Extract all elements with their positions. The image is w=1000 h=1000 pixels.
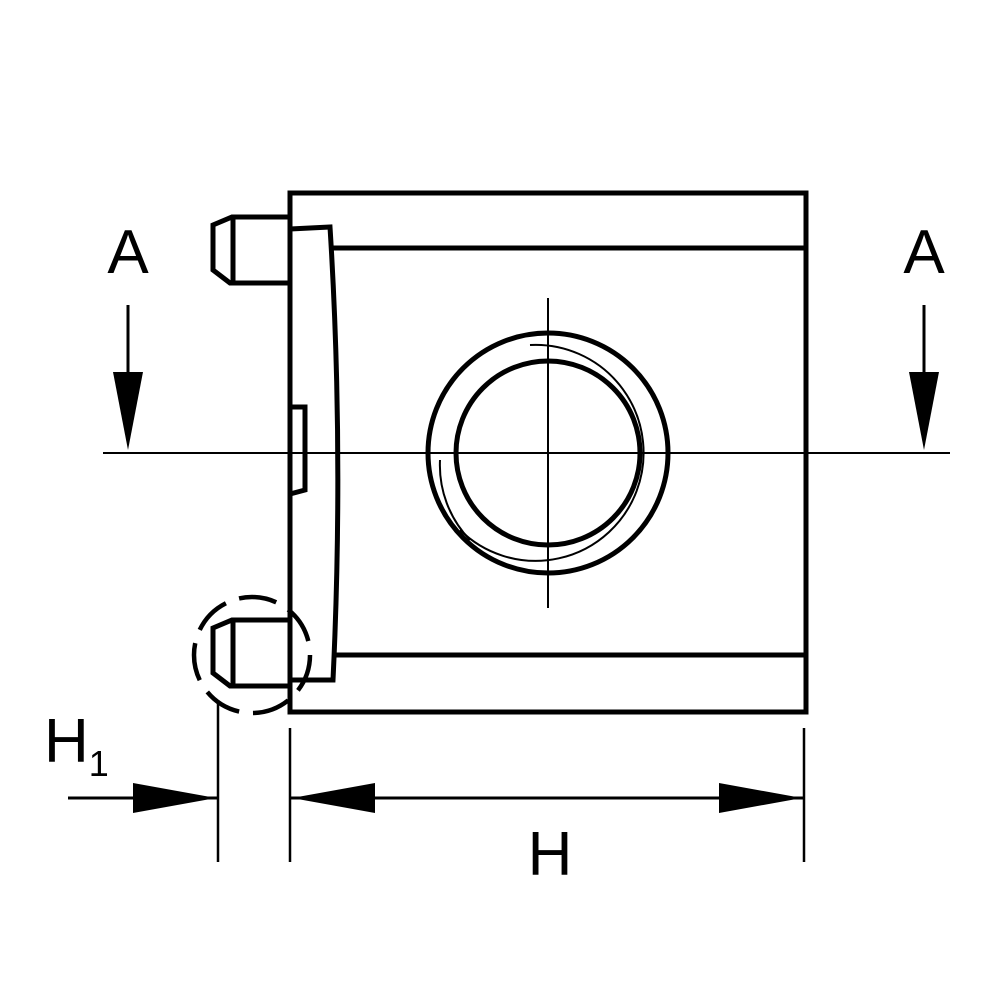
dimension-label-h1: H1: [44, 707, 109, 784]
thread-arc-2: [438, 459, 471, 541]
curved-plate: [289, 224, 341, 683]
arrowhead-h-left: [292, 783, 375, 813]
arrowhead-h-right: [719, 783, 802, 813]
detail-circle: [191, 594, 313, 716]
arrowhead-h1: [133, 783, 216, 813]
arrowhead-a-left: [113, 372, 143, 450]
arrowhead-a-right: [909, 372, 939, 450]
dimension-label-h: H: [528, 820, 573, 889]
h1-main: H: [44, 707, 89, 776]
thread-arc: [459, 343, 645, 562]
bottom-pin: [210, 617, 290, 689]
section-label-left: A: [107, 218, 149, 287]
section-label-right: A: [903, 218, 945, 287]
h1-subscript: 1: [89, 743, 109, 784]
top-pin: [210, 214, 290, 286]
